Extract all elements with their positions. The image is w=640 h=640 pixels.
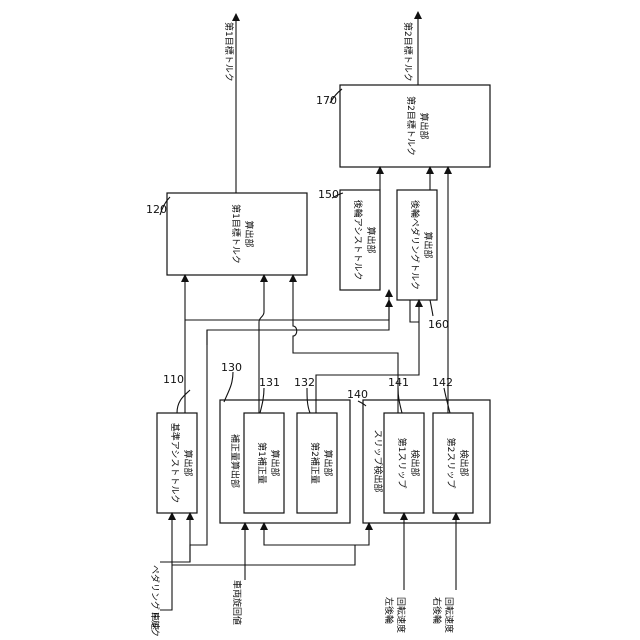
block-141-line1: 第1スリップ (396, 438, 408, 489)
block-110: 基準アシストトルク 算出部 110 (157, 373, 197, 513)
block-132-line2: 算出部 (322, 449, 334, 476)
block-120-line1: 第1目標トルク (230, 204, 242, 264)
block-110-line2: 算出部 (182, 449, 194, 476)
block-142: 第2スリップ 検出部 142 (432, 376, 473, 513)
turn-value-label: 車両旋回値 (231, 580, 243, 625)
input-left-rear: 左後輪 回転速度 (383, 513, 407, 633)
block-132-line1: 第2補正量 (309, 442, 321, 484)
block-131-line2: 算出部 (269, 449, 281, 476)
output-1-label: 第1目標トルク (223, 22, 235, 82)
block-110-line1: 基準アシストトルク (169, 423, 181, 504)
input-turn-value: 車両旋回値 (231, 523, 245, 625)
wire-141-to-120 (293, 275, 398, 413)
block-141-line2: 検出部 (409, 449, 421, 476)
block-142-line2: 検出部 (458, 449, 470, 476)
block-170-ref: 170 (316, 94, 337, 107)
input-vehicle-speed: 車速 (149, 513, 369, 630)
output-1: 第1目標トルク (223, 14, 236, 193)
left-rear-l2: 回転速度 (395, 597, 407, 633)
vehicle-speed-label: 車速 (149, 612, 161, 630)
block-170-line2: 算出部 (418, 112, 430, 139)
block-141: 第1スリップ 検出部 141 (384, 376, 424, 513)
block-142-ref: 142 (432, 376, 453, 389)
block-150: 後輪アシストトルク 算出部 150 (318, 188, 380, 290)
block-160: 後輪ペダリングトルク 算出部 160 (397, 190, 449, 331)
block-160-ref: 160 (428, 318, 449, 331)
left-rear-l1: 左後輪 (383, 597, 395, 624)
block-131-ref: 131 (259, 376, 280, 389)
block-140-line1: スリップ検出部 (372, 429, 384, 492)
block-142-line1: 第2スリップ (445, 438, 457, 489)
block-131-line1: 第1補正量 (256, 442, 268, 484)
block-170-line1: 第2目標トルク (405, 96, 417, 156)
block-120-line2: 算出部 (243, 220, 255, 247)
block-150-ref: 150 (318, 188, 339, 201)
right-rear-l2: 回転速度 (443, 597, 455, 633)
block-120: 第1目標トルク 算出部 120 (146, 193, 307, 275)
block-150-line1: 後輪アシストトルク (352, 200, 364, 281)
block-150-line2: 算出部 (365, 226, 377, 253)
block-160-line1: 後輪ペダリングトルク (409, 200, 421, 290)
input-right-rear: 右後輪 回転速度 (431, 513, 456, 633)
block-110-ref: 110 (163, 373, 184, 386)
output-2: 第2目標トルク (402, 12, 418, 85)
right-rear-l1: 右後輪 (431, 597, 443, 624)
wire-131-to-120 (259, 275, 264, 413)
block-132-ref: 132 (294, 376, 315, 389)
block-130-line1: 補正量算出部 (229, 434, 241, 488)
block-131: 第1補正量 算出部 131 (244, 376, 284, 513)
output-2-label: 第2目標トルク (402, 22, 414, 82)
block-160-line2: 算出部 (422, 231, 434, 258)
block-170: 第2目標トルク 算出部 170 (316, 85, 490, 167)
wire-160-out-ref (410, 300, 419, 322)
block-130-ref: 130 (221, 361, 242, 374)
block-140-ref: 140 (347, 388, 368, 401)
